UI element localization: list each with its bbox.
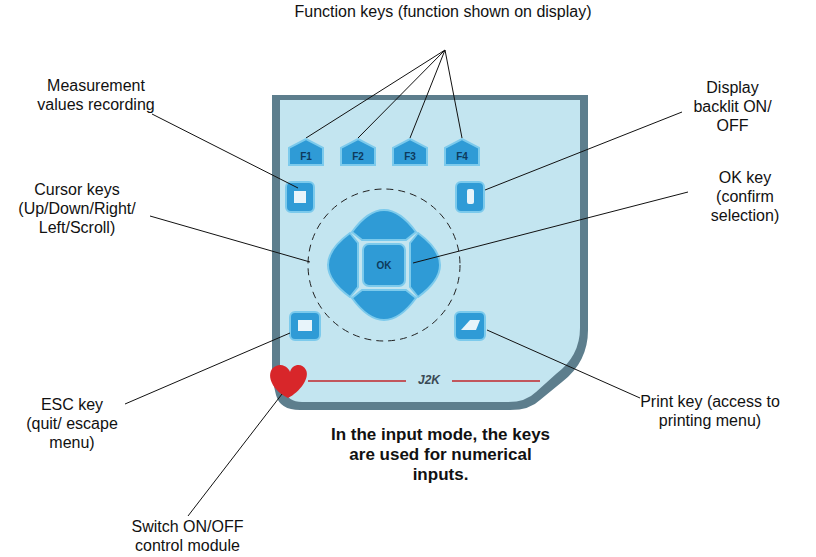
key-label: F2 <box>340 138 376 162</box>
power-key <box>270 365 307 398</box>
left-key <box>328 233 358 297</box>
right-key <box>410 233 440 297</box>
callout-label: Switch ON/OFF control module <box>125 517 250 555</box>
function-key: F2 <box>340 138 376 166</box>
down-key <box>352 290 416 320</box>
keypad-frame <box>272 95 588 410</box>
esc-key <box>290 312 320 340</box>
callout-label: Cursor keys (Up/Down/Right/ Left/Scroll) <box>2 180 152 237</box>
record-icon <box>294 191 306 203</box>
key-label: F4 <box>444 138 480 162</box>
key-label: OK <box>362 243 406 271</box>
leader-line <box>188 394 282 516</box>
leader-line <box>306 50 445 138</box>
callout-label: Function keys (function shown on display… <box>293 2 593 21</box>
callout-label: Display backlit ON/ OFF <box>685 78 780 135</box>
leader-line <box>487 330 640 398</box>
callout-label: ESC key (quit/ escape menu) <box>22 395 122 452</box>
note-text: In the input mode, the keys are used for… <box>328 425 553 485</box>
function-key: F1 <box>288 138 324 166</box>
leader-line <box>125 333 290 404</box>
ok-key: OK <box>362 243 406 287</box>
function-key: F4 <box>444 138 480 166</box>
key-outline <box>289 139 323 165</box>
leader-line <box>358 50 445 138</box>
key-label: F3 <box>392 138 428 162</box>
key-outline <box>445 139 479 165</box>
brand-line <box>308 380 406 382</box>
key-outline <box>363 244 405 286</box>
brand-line <box>452 380 540 382</box>
up-key <box>352 210 416 240</box>
brand-label: J2K <box>408 373 450 387</box>
leader-line <box>410 50 445 138</box>
keypad-face <box>280 100 580 402</box>
key-label: F1 <box>288 138 324 162</box>
backlight-icon <box>467 189 474 204</box>
leader-line <box>413 192 688 263</box>
record-key <box>286 182 314 212</box>
key-outline <box>393 139 427 165</box>
callout-label: Print key (access to printing menu) <box>640 392 780 430</box>
print-key <box>455 312 485 340</box>
leader-line <box>445 50 462 138</box>
key-outline <box>341 139 375 165</box>
leader-line <box>485 112 682 190</box>
function-key: F3 <box>392 138 428 166</box>
cursor-ring <box>308 189 460 341</box>
callout-label: Measurement values recording <box>36 76 156 114</box>
backlight-key <box>456 182 484 212</box>
callout-label: OK key (confirm selection) <box>690 168 800 225</box>
esc-icon <box>298 320 312 331</box>
leader-line <box>152 114 298 188</box>
print-icon <box>461 320 480 330</box>
leader-line <box>150 216 310 262</box>
leader-lines <box>125 50 688 516</box>
